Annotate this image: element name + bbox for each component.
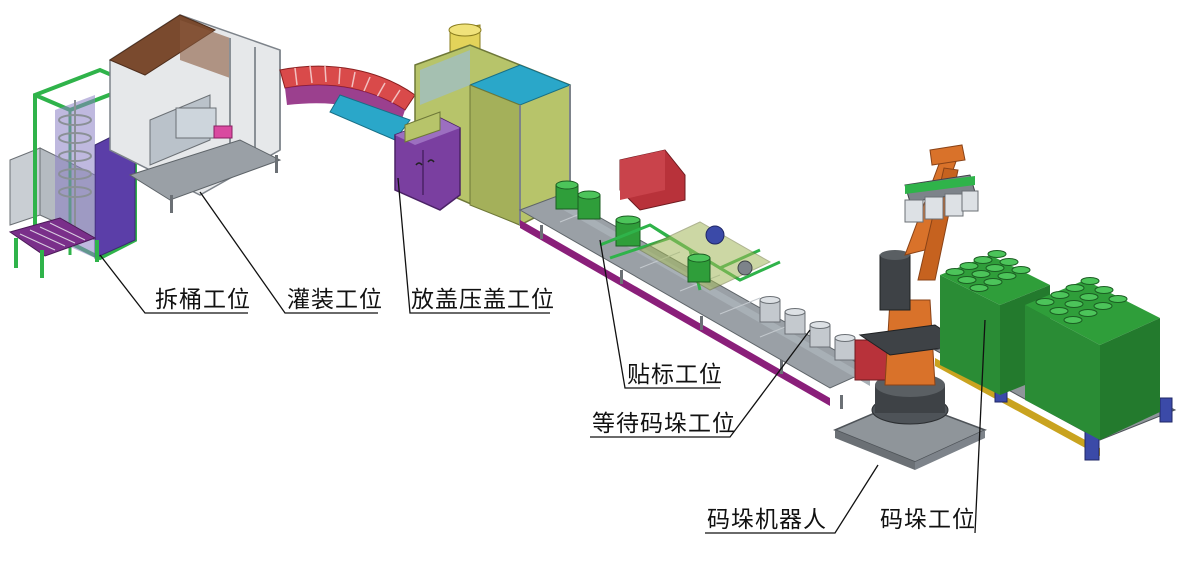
drum-lid: [957, 276, 977, 284]
label-capping-station: 放盖压盖工位: [411, 287, 555, 313]
drum-lid: [1049, 307, 1069, 315]
drum-lid: [971, 270, 991, 278]
drum-lid: [1065, 284, 1085, 292]
drum-lid: [945, 268, 965, 276]
drum-lid: [1063, 316, 1083, 324]
filling-station: [108, 14, 282, 213]
drum-lid: [969, 284, 989, 292]
label-filling-station: 灌装工位: [287, 287, 383, 313]
drum-lid: [1064, 300, 1084, 308]
drum-lid: [1093, 302, 1113, 310]
drum-lid: [987, 250, 1007, 258]
drum-lid: [1050, 291, 1070, 299]
labeling-station: [599, 149, 781, 291]
drums-after-capping: [555, 180, 641, 247]
drum-lid: [1080, 277, 1100, 285]
drum-lid: [1078, 309, 1098, 317]
label-palletizing-station: 码垛工位: [880, 507, 976, 533]
drum-lid: [1035, 298, 1055, 306]
drum-lid: [985, 264, 1005, 272]
stacked-drum-lids: [945, 250, 1128, 324]
drum-lid: [973, 256, 993, 264]
drum-lid: [1079, 293, 1099, 301]
drum-lid: [999, 258, 1019, 266]
drum-lid: [1011, 266, 1031, 274]
leader-lines: [99, 177, 986, 534]
curved-conveyor: [279, 65, 416, 141]
capping-station: [394, 23, 572, 226]
palletizing-robot: [833, 144, 987, 470]
drum-lid: [959, 262, 979, 270]
drum-lid: [983, 278, 1003, 286]
label-labeling-station: 贴标工位: [627, 362, 723, 388]
drum-lid: [997, 272, 1017, 280]
drum-lid: [1094, 286, 1114, 294]
label-waiting-station: 等待码垛工位: [592, 411, 736, 437]
drum-lid: [1108, 295, 1128, 303]
waiting-drums: [759, 296, 856, 361]
label-palletizing-robot: 码垛机器人: [707, 507, 827, 533]
label-unstack-station: 拆桶工位: [155, 287, 251, 313]
